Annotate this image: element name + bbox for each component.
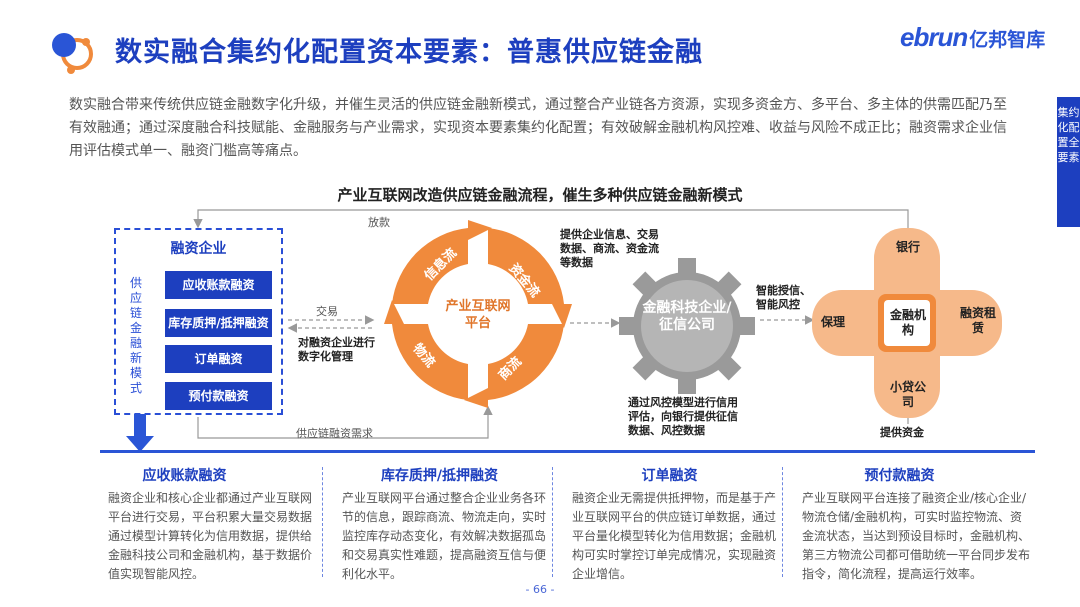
cycle-segment-info — [392, 228, 468, 304]
financial-institution-center-label: 金融机构 — [889, 308, 926, 337]
col-title-prepayment: 预付款融资 — [864, 468, 935, 484]
page-number: - 66 - — [525, 583, 555, 596]
microloan-label: 小贷公司 — [890, 380, 927, 409]
col-text-order: 融资企业无需提供抵押物，而是基于产业互联网平台的供应链订单数据，通过平台量化模型… — [572, 491, 777, 581]
order-financing-button[interactable]: 订单融资 — [165, 345, 272, 373]
cycle-segment-commerce — [488, 324, 564, 400]
brand-name-en: ebrun — [900, 22, 968, 52]
factoring-label: 保理 — [820, 315, 845, 329]
intro-paragraph: 数实融合带来传统供应链金融数字化升级，并催生灵活的供应链金融新模式，通过整合产业… — [69, 97, 1007, 159]
platform-cycle — [384, 220, 572, 408]
column-separator — [552, 467, 553, 577]
fintech-company-label: 金融科技企业/征信公司 — [642, 300, 732, 333]
col-text-inventory: 产业互联网平台通过整合企业业务各环节的信息，跟踪商流、物流走向，实时监控库存动态… — [342, 491, 547, 581]
leasing-label: 融资租赁 — [960, 306, 997, 335]
section-divider — [100, 450, 1035, 453]
risk-model-label: 通过风控模型进行信用评估，向银行提供征信数据、风控数据 — [628, 396, 738, 437]
trade-label: 交易 — [316, 305, 338, 318]
bank-label: 银行 — [895, 240, 920, 254]
col-title-receivables: 应收账款融资 — [142, 468, 227, 484]
column-separator — [782, 467, 783, 577]
supply-chain-mode-label: 供应链金融新模式 — [129, 276, 142, 395]
digitize-label: 对融资企业进行数字化管理 — [298, 336, 375, 363]
gear-icon — [619, 258, 755, 394]
financial-institutions-cross — [812, 228, 1002, 418]
page-title: 数实融合集约化配置资本要素：普惠供应链金融 — [115, 37, 703, 68]
cycle-segment-funds — [488, 228, 564, 304]
cycle-segment-logistics — [392, 324, 468, 400]
loan-line — [193, 209, 909, 229]
platform-center-label: 产业互联网平台 — [445, 299, 511, 331]
col-text-receivables: 融资企业和核心企业都通过产业互联网平台进行交易，平台积累大量交易数据通过模型计算… — [108, 491, 313, 581]
logo-icon — [52, 33, 93, 74]
demand-label: 供应链融资需求 — [296, 427, 373, 440]
receivables-financing-button[interactable]: 应收账款融资 — [165, 271, 272, 299]
financing-enterprise-box — [114, 228, 283, 415]
col-title-order: 订单融资 — [641, 468, 698, 484]
financing-enterprise-title: 融资企业 — [170, 241, 227, 257]
brand-name-cn: 亿邦智库 — [969, 29, 1046, 51]
col-title-inventory: 库存质押/抵押融资 — [380, 468, 499, 484]
smart-credit-label: 智能授信、智能风控 — [756, 284, 811, 311]
provide-funds-label: 提供资金 — [880, 426, 924, 439]
column-separator — [322, 467, 323, 577]
inventory-pledge-financing-button[interactable]: 库存质押/抵押融资 — [165, 309, 272, 337]
prepayment-financing-button[interactable]: 预付款融资 — [165, 382, 272, 410]
loan-label: 放款 — [368, 216, 390, 229]
side-tab[interactable]: 集约化配置全要素 — [1057, 97, 1080, 227]
diagram-title: 产业互联网改造供应链金融流程，催生多种供应链金融新模式 — [337, 186, 743, 204]
col-text-prepayment: 产业互联网平台连接了融资企业/核心企业/物流仓储/金融机构，可实时监控物流、资金… — [802, 491, 1031, 581]
demand-line — [197, 405, 493, 439]
down-arrow-icon — [126, 414, 154, 452]
provide-info-label: 提供企业信息、交易数据、商流、资金流等数据 — [560, 228, 659, 269]
